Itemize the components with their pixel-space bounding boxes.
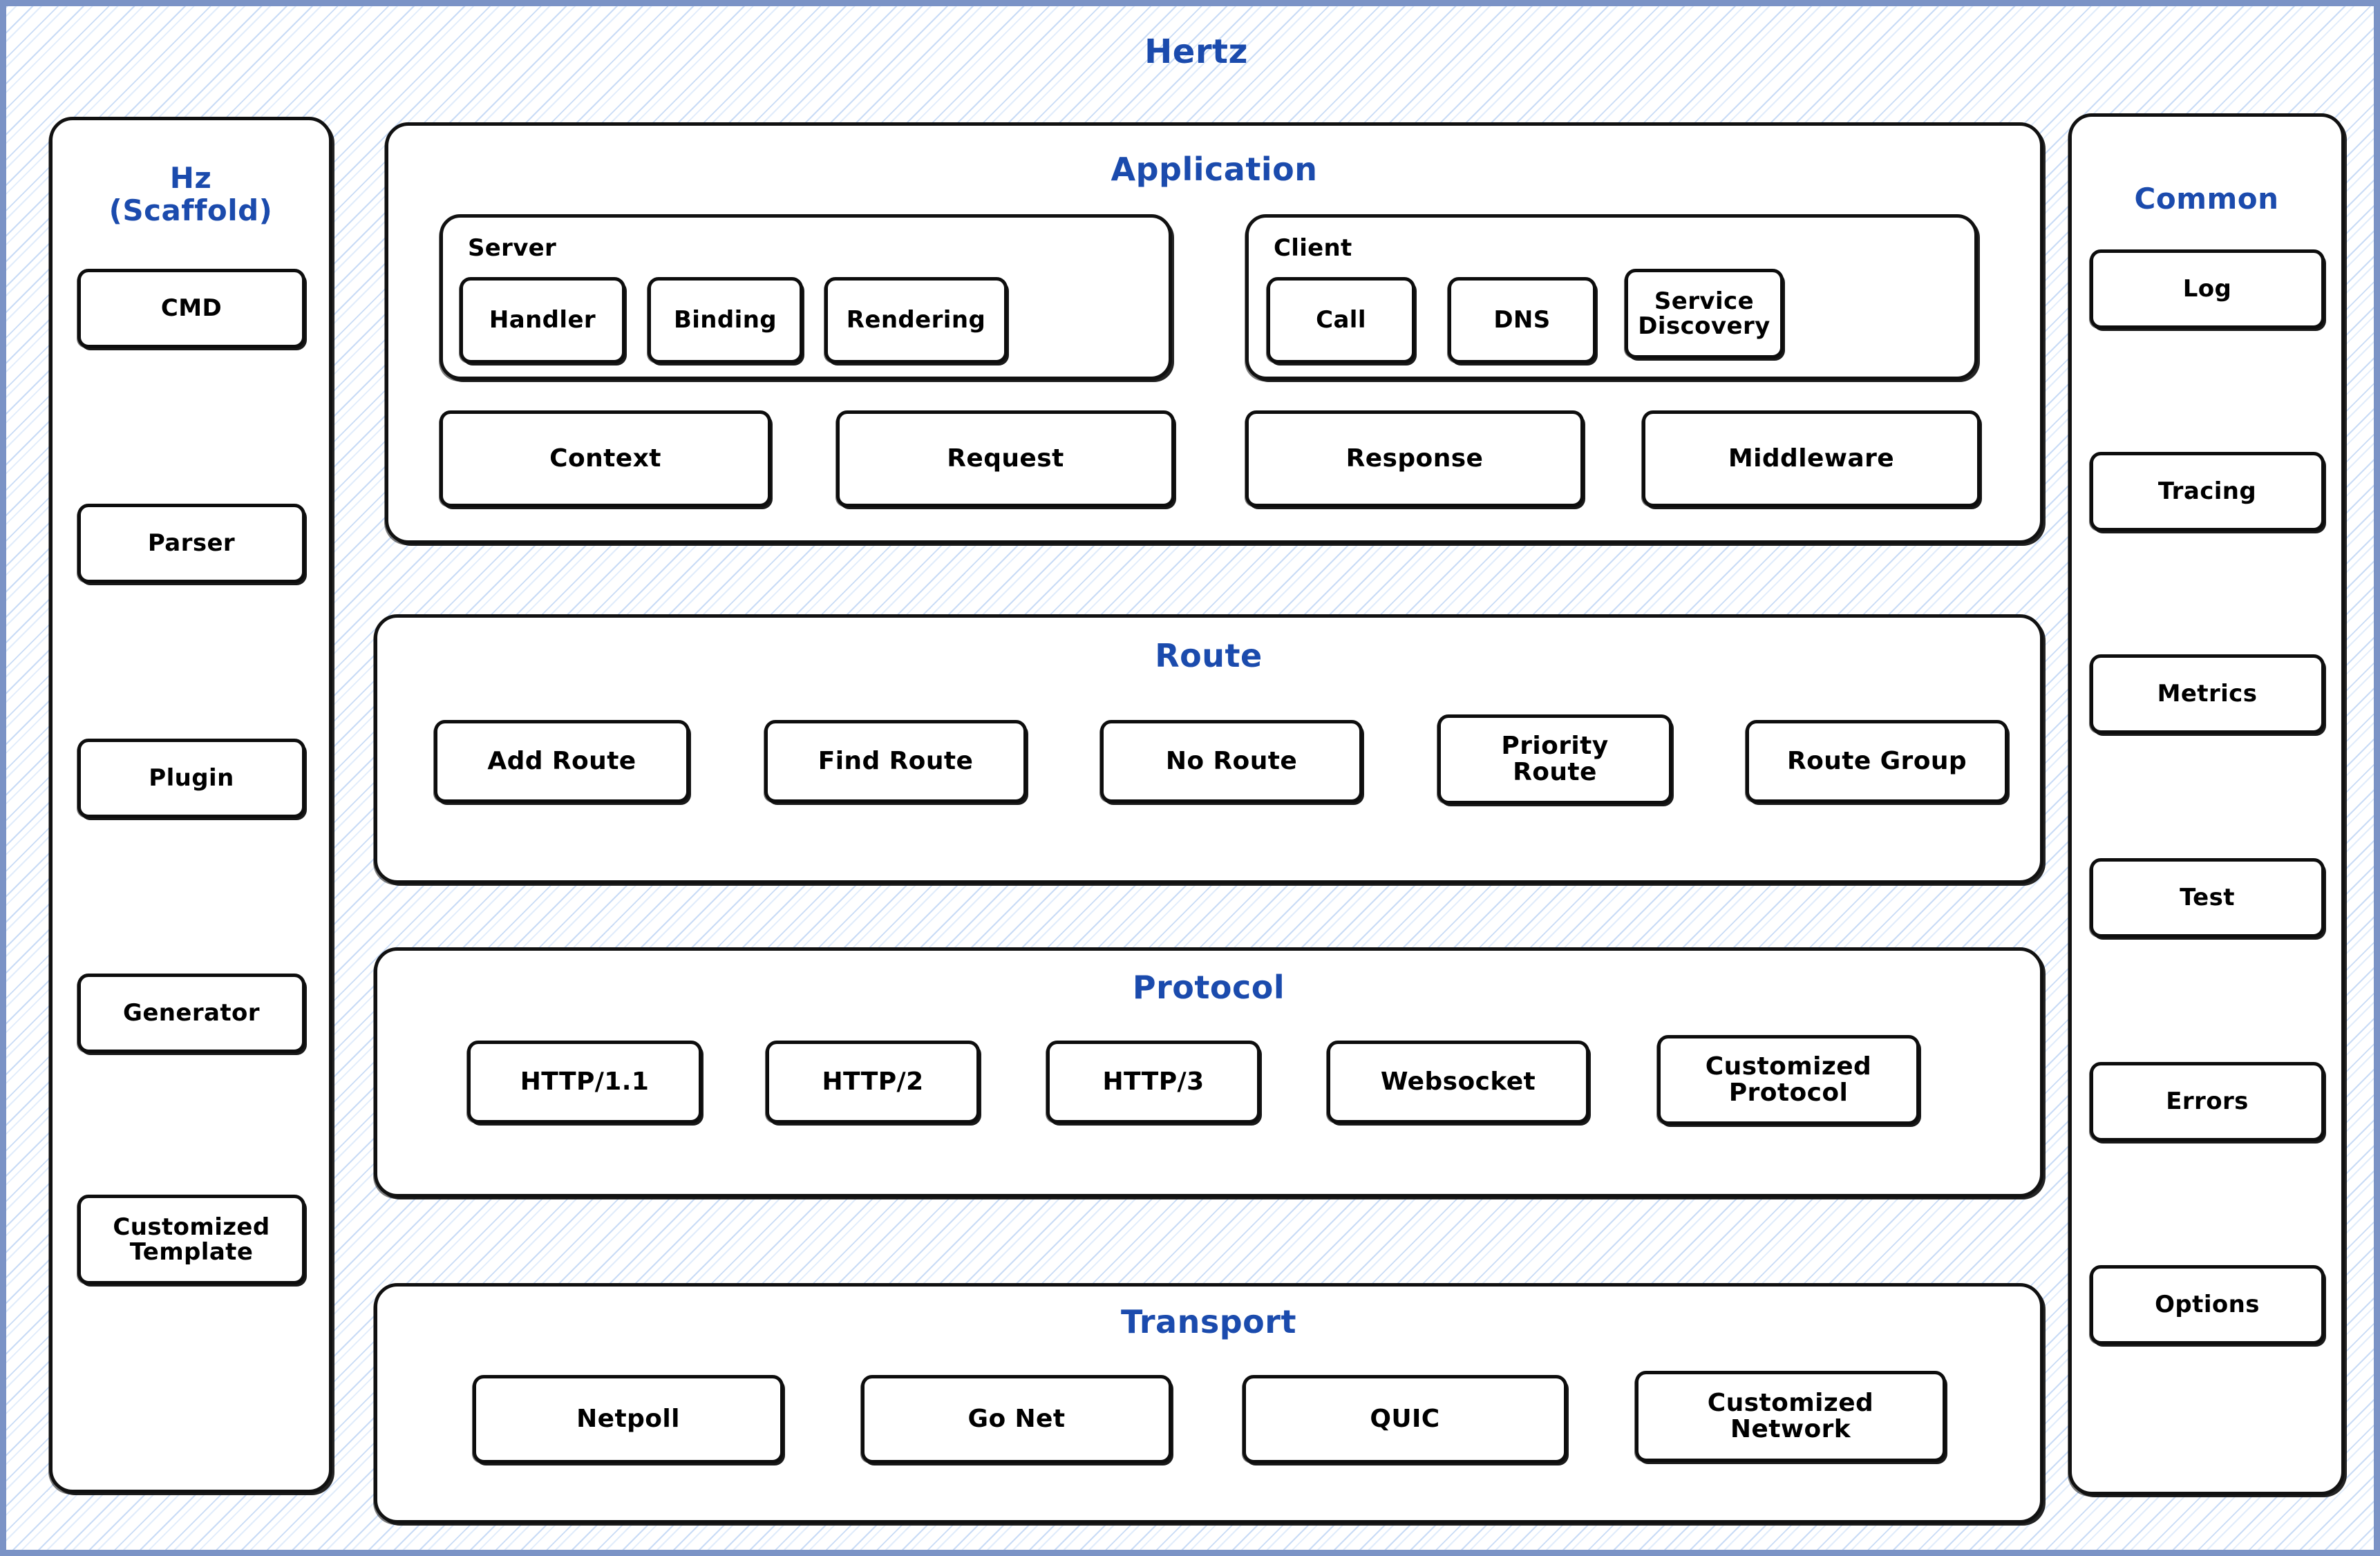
scaffold-item-parser[interactable]: Parser (77, 504, 305, 583)
common-item-test[interactable]: Test (2090, 858, 2325, 938)
route-panel: Route Add Route Find Route No Route Prio… (374, 614, 2043, 884)
common-item-label: Errors (2166, 1088, 2249, 1116)
common-item-options[interactable]: Options (2090, 1265, 2325, 1345)
protocol-item-http2[interactable]: HTTP/2 (766, 1041, 980, 1123)
scaffold-item-generator[interactable]: Generator (77, 974, 305, 1053)
route-item-no-route[interactable]: No Route (1100, 720, 1363, 803)
protocol-item-http11[interactable]: HTTP/1.1 (467, 1041, 702, 1123)
protocol-item-label: Websocket (1380, 1067, 1536, 1096)
route-item-find-route[interactable]: Find Route (764, 720, 1027, 803)
transport-item-label: Go Net (967, 1404, 1066, 1433)
protocol-item-websocket[interactable]: Websocket (1327, 1041, 1589, 1123)
route-item-priority-route[interactable]: Priority Route (1437, 714, 1672, 804)
application-item-label: Response (1345, 444, 1484, 473)
common-item-label: Test (2180, 884, 2235, 912)
client-item-dns[interactable]: DNS (1448, 277, 1596, 363)
route-item-add-route[interactable]: Add Route (434, 720, 690, 803)
transport-title: Transport (1121, 1303, 1296, 1340)
protocol-item-label: HTTP/3 (1102, 1067, 1205, 1096)
client-item-label: Service Discovery (1638, 287, 1770, 340)
application-item-label: Request (947, 444, 1064, 473)
protocol-panel: Protocol HTTP/1.1 HTTP/2 HTTP/3 Websocke… (374, 947, 2043, 1197)
transport-item-label: Netpoll (576, 1404, 680, 1433)
scaffold-title: Hz (Scaffold) (108, 161, 273, 228)
scaffold-item-customized-template[interactable]: Customized Template (77, 1195, 305, 1284)
protocol-item-http3[interactable]: HTTP/3 (1046, 1041, 1260, 1123)
application-item-label: Context (549, 444, 661, 473)
protocol-item-label: Customized Protocol (1705, 1052, 1872, 1107)
transport-item-netpoll[interactable]: Netpoll (473, 1375, 784, 1463)
diagram-title: Hertz (1144, 32, 1248, 71)
scaffold-item-label: Generator (123, 999, 260, 1027)
application-title: Application (1111, 151, 1318, 188)
route-item-label: Add Route (487, 746, 636, 775)
client-item-call[interactable]: Call (1267, 277, 1415, 363)
transport-item-customized-network[interactable]: Customized Network (1635, 1371, 1946, 1462)
transport-panel: Transport Netpoll Go Net QUIC Customized… (374, 1283, 2043, 1524)
server-item-binding[interactable]: Binding (648, 277, 803, 363)
client-item-label: DNS (1493, 306, 1551, 334)
client-item-label: Call (1316, 306, 1366, 334)
application-panel: Application Server Handler Binding Rende… (385, 122, 2043, 544)
common-item-label: Options (2155, 1291, 2260, 1319)
client-label: Client (1274, 234, 1352, 262)
common-item-tracing[interactable]: Tracing (2090, 452, 2325, 531)
route-item-label: Priority Route (1501, 731, 1609, 786)
scaffold-item-plugin[interactable]: Plugin (77, 739, 305, 818)
server-label: Server (468, 234, 557, 262)
application-item-label: Middleware (1728, 444, 1895, 473)
application-item-context[interactable]: Context (440, 410, 771, 507)
common-item-label: Metrics (2157, 680, 2258, 708)
common-panel: Common Log Tracing Metrics Test Errors O… (2068, 113, 2345, 1495)
server-item-handler[interactable]: Handler (460, 277, 625, 363)
application-item-request[interactable]: Request (836, 410, 1175, 507)
protocol-item-label: HTTP/2 (822, 1067, 924, 1096)
scaffold-item-label: Parser (147, 529, 236, 558)
route-item-label: No Route (1165, 746, 1298, 775)
server-item-label: Binding (673, 306, 777, 334)
scaffold-item-cmd[interactable]: CMD (77, 269, 305, 348)
server-item-label: Rendering (846, 306, 986, 334)
protocol-item-label: HTTP/1.1 (520, 1067, 650, 1096)
server-item-rendering[interactable]: Rendering (824, 277, 1008, 363)
scaffold-item-label: Customized Template (113, 1213, 270, 1266)
server-subpanel: Server Handler Binding Rendering (440, 214, 1172, 380)
transport-item-label: QUIC (1370, 1404, 1440, 1433)
scaffold-item-label: Plugin (149, 764, 234, 793)
scaffold-item-label: CMD (160, 294, 223, 323)
common-item-label: Tracing (2157, 477, 2257, 506)
route-item-label: Route Group (1786, 746, 1967, 775)
server-item-label: Handler (489, 306, 596, 334)
transport-item-label: Customized Network (1707, 1388, 1874, 1443)
common-item-errors[interactable]: Errors (2090, 1062, 2325, 1141)
common-item-label: Log (2182, 275, 2232, 303)
application-item-middleware[interactable]: Middleware (1642, 410, 1981, 507)
common-item-metrics[interactable]: Metrics (2090, 654, 2325, 734)
client-item-service-discovery[interactable]: Service Discovery (1625, 269, 1784, 359)
common-item-log[interactable]: Log (2090, 249, 2325, 329)
protocol-item-customized-protocol[interactable]: Customized Protocol (1657, 1035, 1920, 1125)
route-item-route-group[interactable]: Route Group (1746, 720, 2008, 803)
client-subpanel: Client Call DNS Service Discovery (1245, 214, 1978, 380)
route-title: Route (1155, 637, 1263, 674)
route-item-label: Find Route (818, 746, 974, 775)
scaffold-panel: Hz (Scaffold) CMD Parser Plugin Generato… (49, 117, 332, 1493)
application-item-response[interactable]: Response (1245, 410, 1584, 507)
protocol-title: Protocol (1132, 969, 1285, 1006)
common-title: Common (2134, 182, 2279, 216)
transport-item-quic[interactable]: QUIC (1243, 1375, 1567, 1463)
transport-item-go-net[interactable]: Go Net (861, 1375, 1172, 1463)
